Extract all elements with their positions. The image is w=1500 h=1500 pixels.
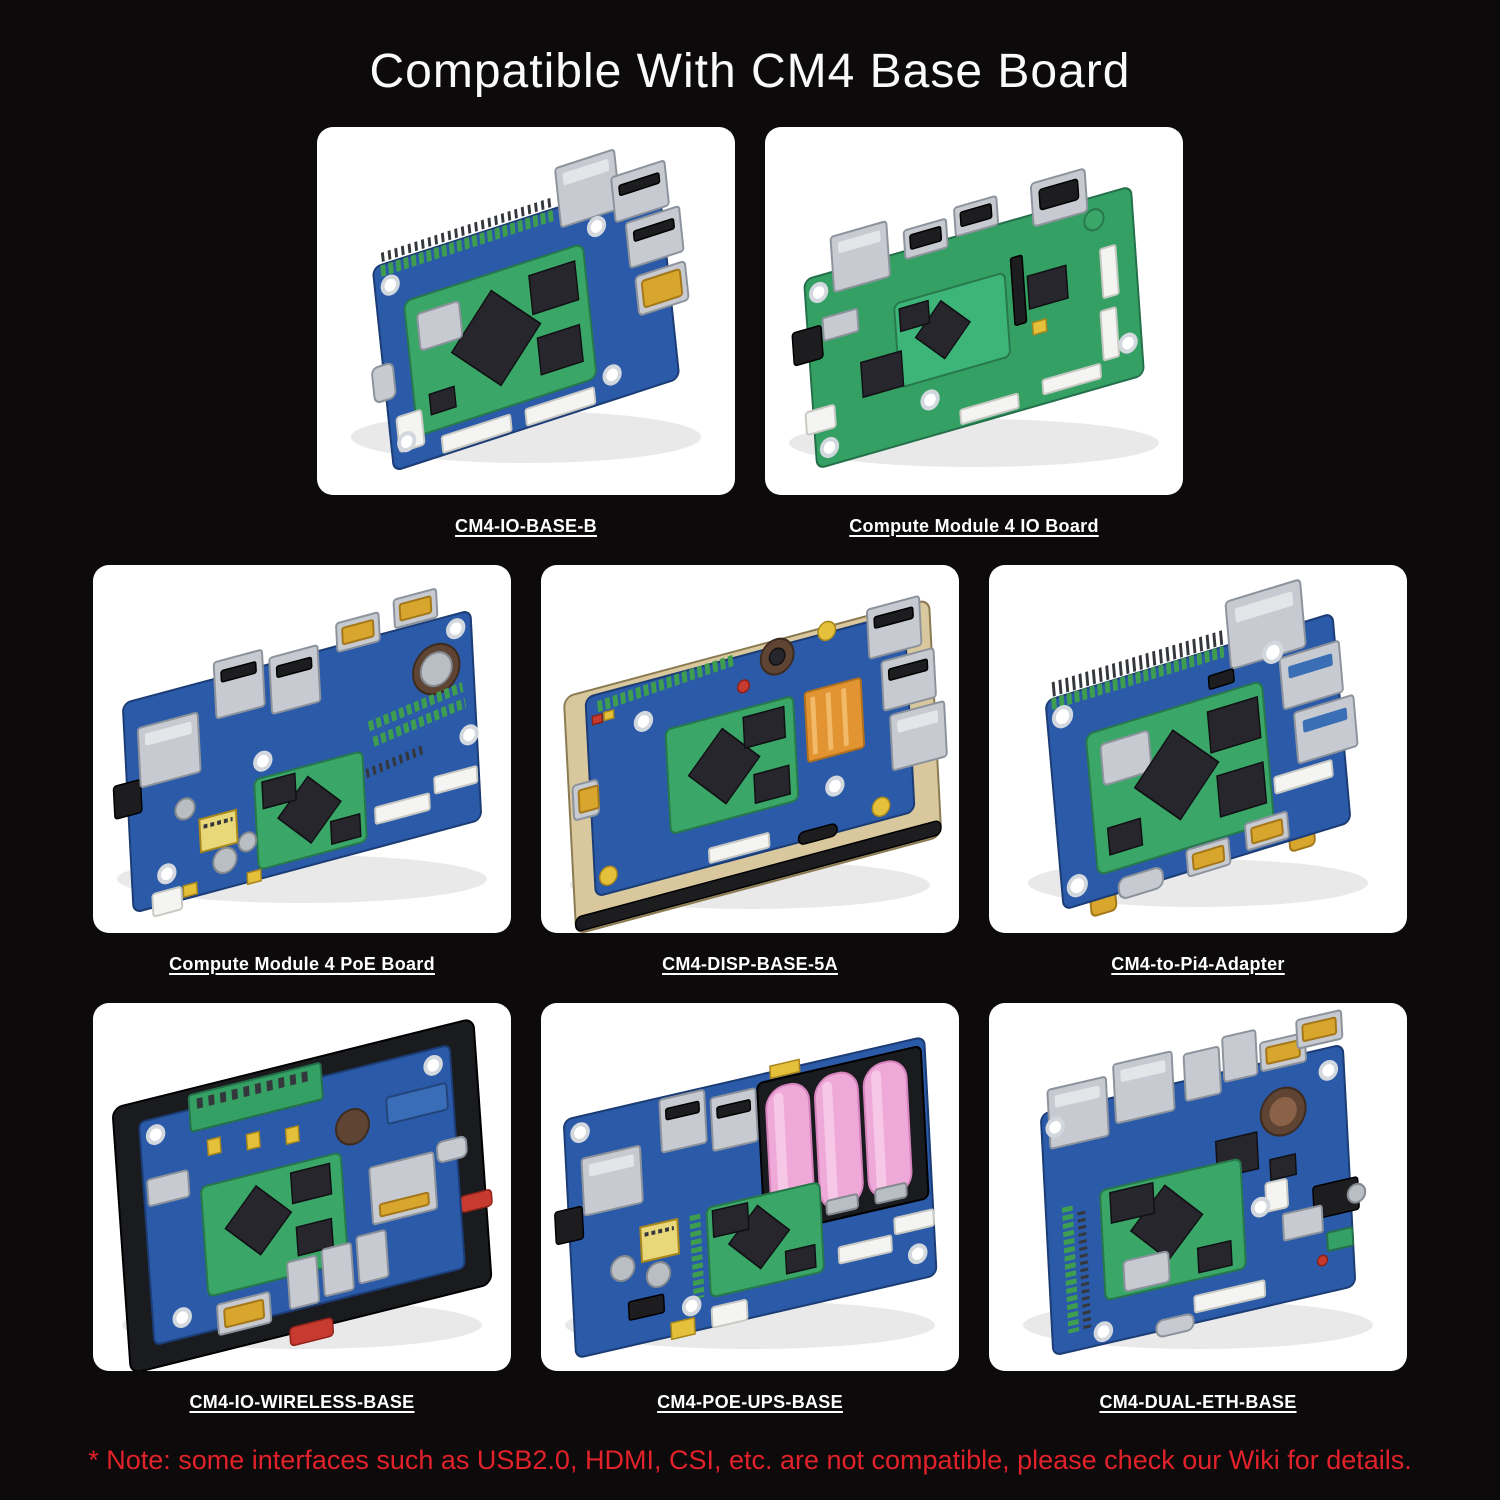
product-card-cm4-poe-ups-base: CM4-POE-UPS-BASE [541,1003,959,1441]
product-label-link[interactable]: CM4-IO-BASE-B [455,515,597,536]
product-row-1: CM4-IO-BASE-B [0,127,1500,565]
product-label-link[interactable]: CM4-DISP-BASE-5A [662,953,838,974]
product-label-link[interactable]: CM4-IO-WIRELESS-BASE [189,1391,415,1412]
product-card-cm4-dual-eth-base: CM4-DUAL-ETH-BASE [989,1003,1407,1441]
compatibility-note: * Note: some interfaces such as USB2.0, … [88,1445,1412,1475]
product-card-cm4-io-base-b: CM4-IO-BASE-B [317,127,735,565]
product-photo-card [541,1003,959,1371]
product-label-link[interactable]: Compute Module 4 PoE Board [169,953,435,974]
product-label-link[interactable]: CM4-POE-UPS-BASE [657,1391,843,1412]
blue-ups-board-with-three-pink-batteries-photo [554,1037,938,1358]
blue-dual-ethernet-base-board-photo [1023,1009,1373,1355]
page-title: Compatible With CM4 Base Board [369,45,1131,98]
product-card-cm4-disp-base-5a: CM4-DISP-BASE-5A [541,565,959,1003]
product-row-3: CM4-IO-WIRELESS-BASE [0,1003,1500,1441]
green-compute-module-4-io-board-photo [789,168,1159,468]
product-card-compute-module-4-poe-board: Compute Module 4 PoE Board [93,565,511,1003]
blue-display-base-board-on-lcd-panel-photo [563,595,948,933]
product-label-link[interactable]: CM4-to-Pi4-Adapter [1111,953,1285,974]
blue-carrier-board-with-core3566-module-photo [351,149,701,470]
product-row-2: Compute Module 4 PoE Board [0,565,1500,1003]
product-photo-card [765,127,1183,495]
blue-wireless-base-board-on-black-din-frame-photo [112,1019,493,1371]
blue-poe-carrier-board-photo [112,588,487,918]
blue-pi4-adapter-board-with-core3566-photo [1028,579,1368,917]
product-photo-card [541,565,959,933]
product-photo-card [989,565,1407,933]
product-card-cm4-io-wireless-base: CM4-IO-WIRELESS-BASE [93,1003,511,1441]
product-label-link[interactable]: Compute Module 4 IO Board [849,515,1099,536]
product-card-compute-module-4-io-board: Compute Module 4 IO Board [765,127,1183,565]
product-photo-card [989,1003,1407,1371]
product-photo-card [93,565,511,933]
product-photo-card [317,127,735,495]
product-label-link[interactable]: CM4-DUAL-ETH-BASE [1099,1391,1297,1412]
product-photo-card [93,1003,511,1371]
product-card-cm4-to-pi4-adapter: CM4-to-Pi4-Adapter [989,565,1407,1003]
